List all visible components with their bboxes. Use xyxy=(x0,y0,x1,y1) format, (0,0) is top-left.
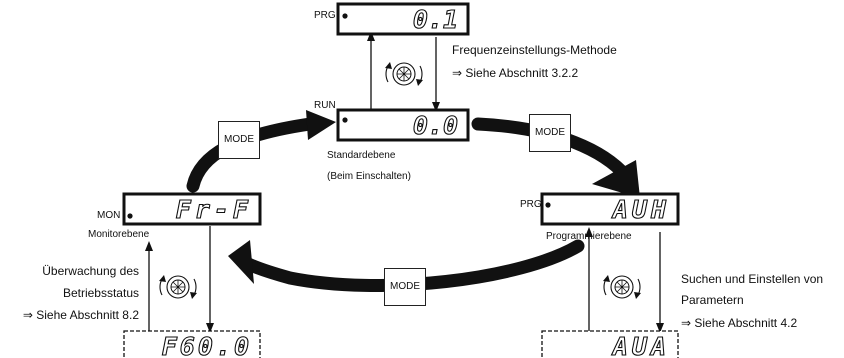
parameter-search-line1: Suchen und Einstellen von xyxy=(681,272,824,286)
freq-method-label: Frequenzeinstellungs-Methode xyxy=(452,43,617,57)
indicator-mon: MON xyxy=(97,210,121,221)
indicator-dot xyxy=(545,202,551,208)
display-value-standard: 0.0 xyxy=(413,111,458,140)
indicator-dot xyxy=(342,117,348,123)
mode-button-left[interactable]: MODE xyxy=(218,121,260,159)
cycle-arrow-programming-to-monitor xyxy=(228,239,585,292)
display-value-monitor: Fr-F xyxy=(176,195,252,224)
rotary-dial-icon-right xyxy=(603,275,641,299)
rotary-dial-icon-top xyxy=(385,62,423,86)
parameter-search-reference: ⇒ Siehe Abschnitt 4.2 xyxy=(681,316,798,330)
display-value-programming: AUH xyxy=(611,195,670,224)
display-programming-sub: AUA xyxy=(541,330,679,358)
indicator-dot xyxy=(127,213,133,219)
freq-method-reference: ⇒ Siehe Abschnitt 3.2.2 xyxy=(452,66,579,80)
display-monitor-sub: F60.0 xyxy=(123,330,261,358)
display-value-monitor-sub: F60.0 xyxy=(162,332,252,358)
cycle-arrow-standard-to-programming xyxy=(471,117,640,198)
indicator-run: RUN xyxy=(314,100,336,111)
display-value-programming-sub: AUA xyxy=(611,332,670,358)
display-prg-top: 0.1 xyxy=(336,2,470,36)
indicator-dot xyxy=(342,13,348,19)
display-value-prg-top: 0.1 xyxy=(413,5,458,34)
indicator-prg-top: PRG xyxy=(314,10,336,21)
standard-level-label: Standardebene xyxy=(327,150,396,161)
status-monitoring-reference: ⇒ Siehe Abschnitt 8.2 xyxy=(22,308,139,322)
status-monitoring-line2: Betriebsstatus xyxy=(62,286,139,300)
display-monitor: Fr-F xyxy=(122,192,262,226)
cycle-arrow-monitor-to-standard xyxy=(186,110,336,193)
monitor-level-label: Monitorebene xyxy=(88,229,150,240)
mode-button-right[interactable]: MODE xyxy=(529,114,571,152)
mode-button-bottom[interactable]: MODE xyxy=(384,268,426,306)
display-programming: AUH xyxy=(540,192,680,226)
rotary-dial-icon-left xyxy=(159,275,197,299)
indicator-prg-right: PRG xyxy=(520,199,542,210)
standard-level-note: (Beim Einschalten) xyxy=(327,171,411,182)
status-monitoring-line1: Überwachung des xyxy=(42,264,139,278)
display-standard: 0.0 xyxy=(336,108,470,142)
programming-level-label: Programmierebene xyxy=(546,231,632,242)
parameter-search-line2: Parametern xyxy=(681,293,744,307)
